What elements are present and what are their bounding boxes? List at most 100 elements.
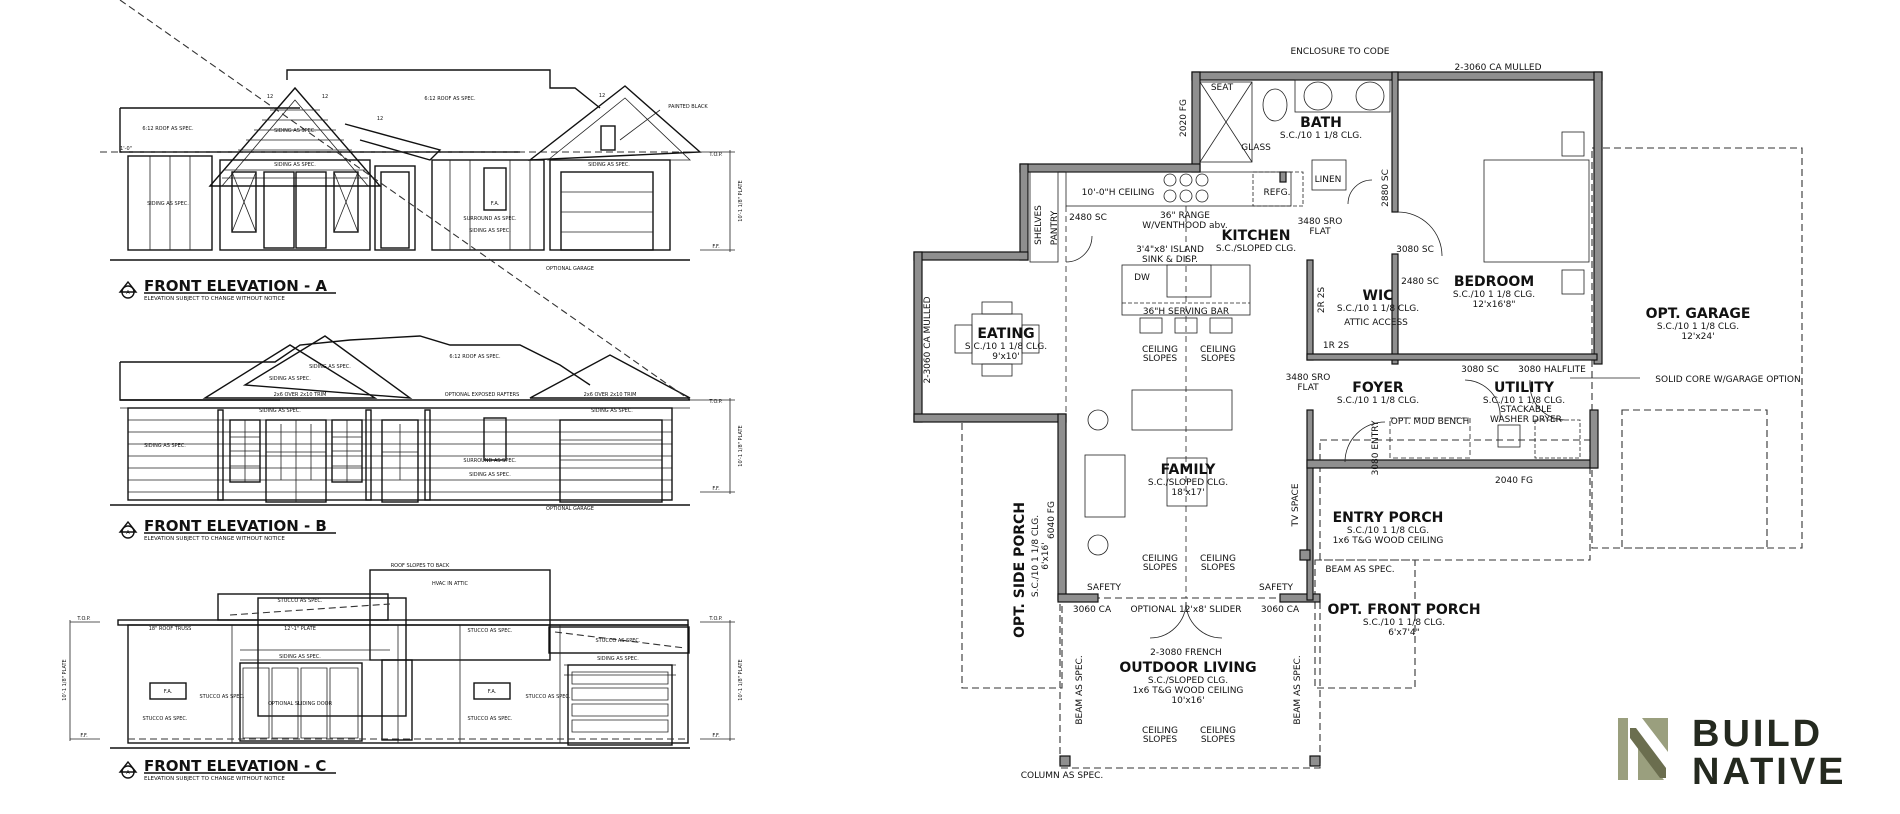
room-eating-name: EATING: [977, 326, 1034, 342]
room-front-porch-size: 6'x7'4": [1388, 628, 1420, 638]
room-outdoor-note: 1x6 T&G WOOD CEILING: [1133, 686, 1244, 696]
callout-slopes: SLOPES: [1143, 735, 1178, 745]
callout-beam: BEAM AS SPEC.: [1075, 655, 1085, 724]
callout-linen: LINEN: [1315, 175, 1342, 185]
note-trim-right: 2x6 OVER 2x10 TRIM: [584, 392, 637, 398]
utility-fixtures: [1389, 417, 1581, 459]
front-elevation-c: ROOF SLOPES TO BACK HVAC IN ATTIC STUCCO…: [62, 563, 744, 782]
callout-bath-window: 2020 FG: [1179, 99, 1189, 137]
room-front-porch-ceiling: S.C./10 1 1/8 CLG.: [1363, 618, 1445, 628]
note-stucco-left: STUCCO AS SPEC.: [142, 716, 187, 722]
dim-top-of-plate: T.O.P.: [708, 616, 723, 622]
room-eating-size: 9'x10': [992, 352, 1019, 362]
room-entry-porch-name: ENTRY PORCH: [1333, 510, 1444, 526]
note-stucco-mid: STUCCO AS SPEC.: [467, 716, 512, 722]
callout-shelf-2r: 2R 2S: [1317, 287, 1327, 314]
note-siding-right: SIDING AS SPEC.: [469, 228, 511, 234]
room-outdoor-ceiling: S.C./SLOPED CLG.: [1148, 676, 1228, 686]
room-bedroom-name: BEDROOM: [1454, 274, 1534, 290]
room-bath-name: BATH: [1300, 115, 1342, 131]
note-gable-siding-2: SIDING AS SPEC.: [269, 376, 311, 382]
note-sliding-door: OPTIONAL SLIDING DOOR: [268, 701, 333, 707]
bath-fixtures: [1199, 79, 1391, 191]
garage-outline: [1591, 147, 1803, 549]
room-family-name: FAMILY: [1161, 462, 1217, 478]
pitch-12: 12: [377, 116, 383, 122]
room-eating-ceiling: S.C./10 1 1/8 CLG.: [965, 342, 1047, 352]
logo-line-1: BUILD: [1692, 713, 1823, 755]
callout-ca-3060: 3060 CA: [1261, 605, 1300, 615]
note-surround: SURROUND AS SPEC.: [463, 458, 517, 464]
note-gable-siding: SIDING AS SPEC.: [309, 364, 351, 370]
note-roof-slopes: ROOF SLOPES TO BACK: [391, 563, 450, 569]
note-optional-garage: OPTIONAL GARAGE: [546, 266, 594, 272]
dim-finished-floor: F.F.: [712, 244, 720, 250]
elevation-c-subtitle: ELEVATION SUBJECT TO CHANGE WITHOUT NOTI…: [144, 776, 285, 782]
family-furniture: [1084, 389, 1233, 556]
callout-tv-space: TV SPACE: [1291, 483, 1301, 527]
pitch-12: 12: [599, 93, 605, 99]
dim-finished-floor: F.F.: [80, 733, 88, 739]
note-roof-main: 6:12 ROOF AS SPEC.: [449, 354, 501, 360]
callout-slopes: SLOPES: [1201, 735, 1236, 745]
callout-wic-door: 2480 SC: [1401, 277, 1439, 287]
note-fa: F.A.: [488, 689, 497, 695]
elevation-b-subtitle: ELEVATION SUBJECT TO CHANGE WITHOUT NOTI…: [144, 536, 285, 542]
elevation-marker: A: [126, 770, 130, 776]
room-family-size: 18'x17': [1171, 488, 1204, 498]
note-roof-left: 6:12 ROOF AS SPEC.: [142, 126, 194, 132]
logo-line-2: NATIVE: [1692, 751, 1847, 793]
note-siding-band: SIDING AS SPEC.: [259, 408, 301, 414]
callout-refg: REFG.: [1264, 188, 1291, 198]
callout-bath-door: 2880 SC: [1381, 169, 1391, 207]
note-trim-left: 2x6 OVER 2x10 TRIM: [274, 392, 327, 398]
note-painted-black: PAINTED BLACK: [668, 104, 708, 110]
callout-eating-window: 2-3060 CA MULLED: [923, 296, 933, 383]
room-bath-ceiling: S.C./10 1 1/8 CLG.: [1280, 131, 1362, 141]
floor-plan: ENCLOSURE TO CODE 2-3060 CA MULLED 2-306…: [913, 47, 1803, 781]
callout-beam: BEAM AS SPEC.: [1325, 565, 1394, 575]
outdoor-living-outline: [1059, 597, 1321, 769]
note-stucco-mid-top: STUCCO AS SPEC.: [467, 628, 512, 634]
room-garage-name: OPT. GARAGE: [1646, 306, 1751, 322]
callout-entry-door: 3080 ENTRY: [1371, 420, 1381, 475]
callout-enclosure: ENCLOSURE TO CODE: [1290, 47, 1389, 57]
room-outdoor-size: 10'x16': [1171, 696, 1204, 706]
bed: [1483, 131, 1590, 295]
note-siding-right: SIDING AS SPEC.: [469, 472, 511, 478]
room-garage-ceiling: S.C./10 1 1/8 CLG.: [1657, 322, 1739, 332]
room-kitchen-name: KITCHEN: [1222, 228, 1291, 244]
pitch-12: 12: [267, 94, 273, 100]
callout-ceiling: CEILING: [1200, 554, 1236, 564]
door-swings: [1065, 179, 1566, 639]
note-garage-siding: SIDING AS SPEC.: [597, 656, 639, 662]
note-fa: F.A.: [164, 689, 173, 695]
logo-mark-icon: [1618, 718, 1678, 780]
room-garage-size: 12'x24': [1681, 332, 1714, 342]
note-stucco-garage-col: STUCCO AS SPEC.: [525, 694, 570, 700]
note-optional-garage: OPTIONAL GARAGE: [546, 506, 594, 512]
room-entry-porch-ceiling: S.C./10 1 1/8 CLG.: [1347, 526, 1429, 536]
callout-bedroom-door: 3080 SC: [1396, 245, 1434, 255]
dim-plate-height: 10'-1 1/8" PLATE: [62, 659, 68, 700]
callout-pantry: PANTRY: [1050, 210, 1060, 245]
callout-sink: SINK & DISP.: [1142, 255, 1198, 265]
front-porch-outline: [1314, 559, 1416, 689]
kitchen-fixtures: [1029, 171, 1304, 598]
room-front-porch-name: OPT. FRONT PORCH: [1327, 602, 1480, 618]
room-kitchen-ceiling: S.C./SLOPED CLG.: [1216, 244, 1296, 254]
room-wic-ceiling: S.C./10 1 1/8 CLG.: [1337, 304, 1419, 314]
callout-bedroom-window: 2-3060 CA MULLED: [1454, 63, 1541, 73]
callout-slopes: SLOPES: [1201, 563, 1236, 573]
room-side-porch-size: 6'x16': [1041, 542, 1051, 569]
note-fa: F.A.: [491, 201, 500, 207]
callout-ca-3060: 3060 CA: [1073, 605, 1112, 615]
note-roof-main: 6:12 ROOF AS SPEC.: [424, 96, 476, 102]
callout-washer-dryer: WASHER DRYER: [1490, 415, 1562, 425]
note-siding-band: SIDING AS SPEC.: [274, 162, 316, 168]
callout-stackable: STACKABLE: [1500, 405, 1552, 415]
note-garage-siding: SIDING AS SPEC.: [588, 162, 630, 168]
note-garage-siding: SIDING AS SPEC.: [591, 408, 633, 414]
callout-slopes: SLOPES: [1201, 354, 1236, 364]
